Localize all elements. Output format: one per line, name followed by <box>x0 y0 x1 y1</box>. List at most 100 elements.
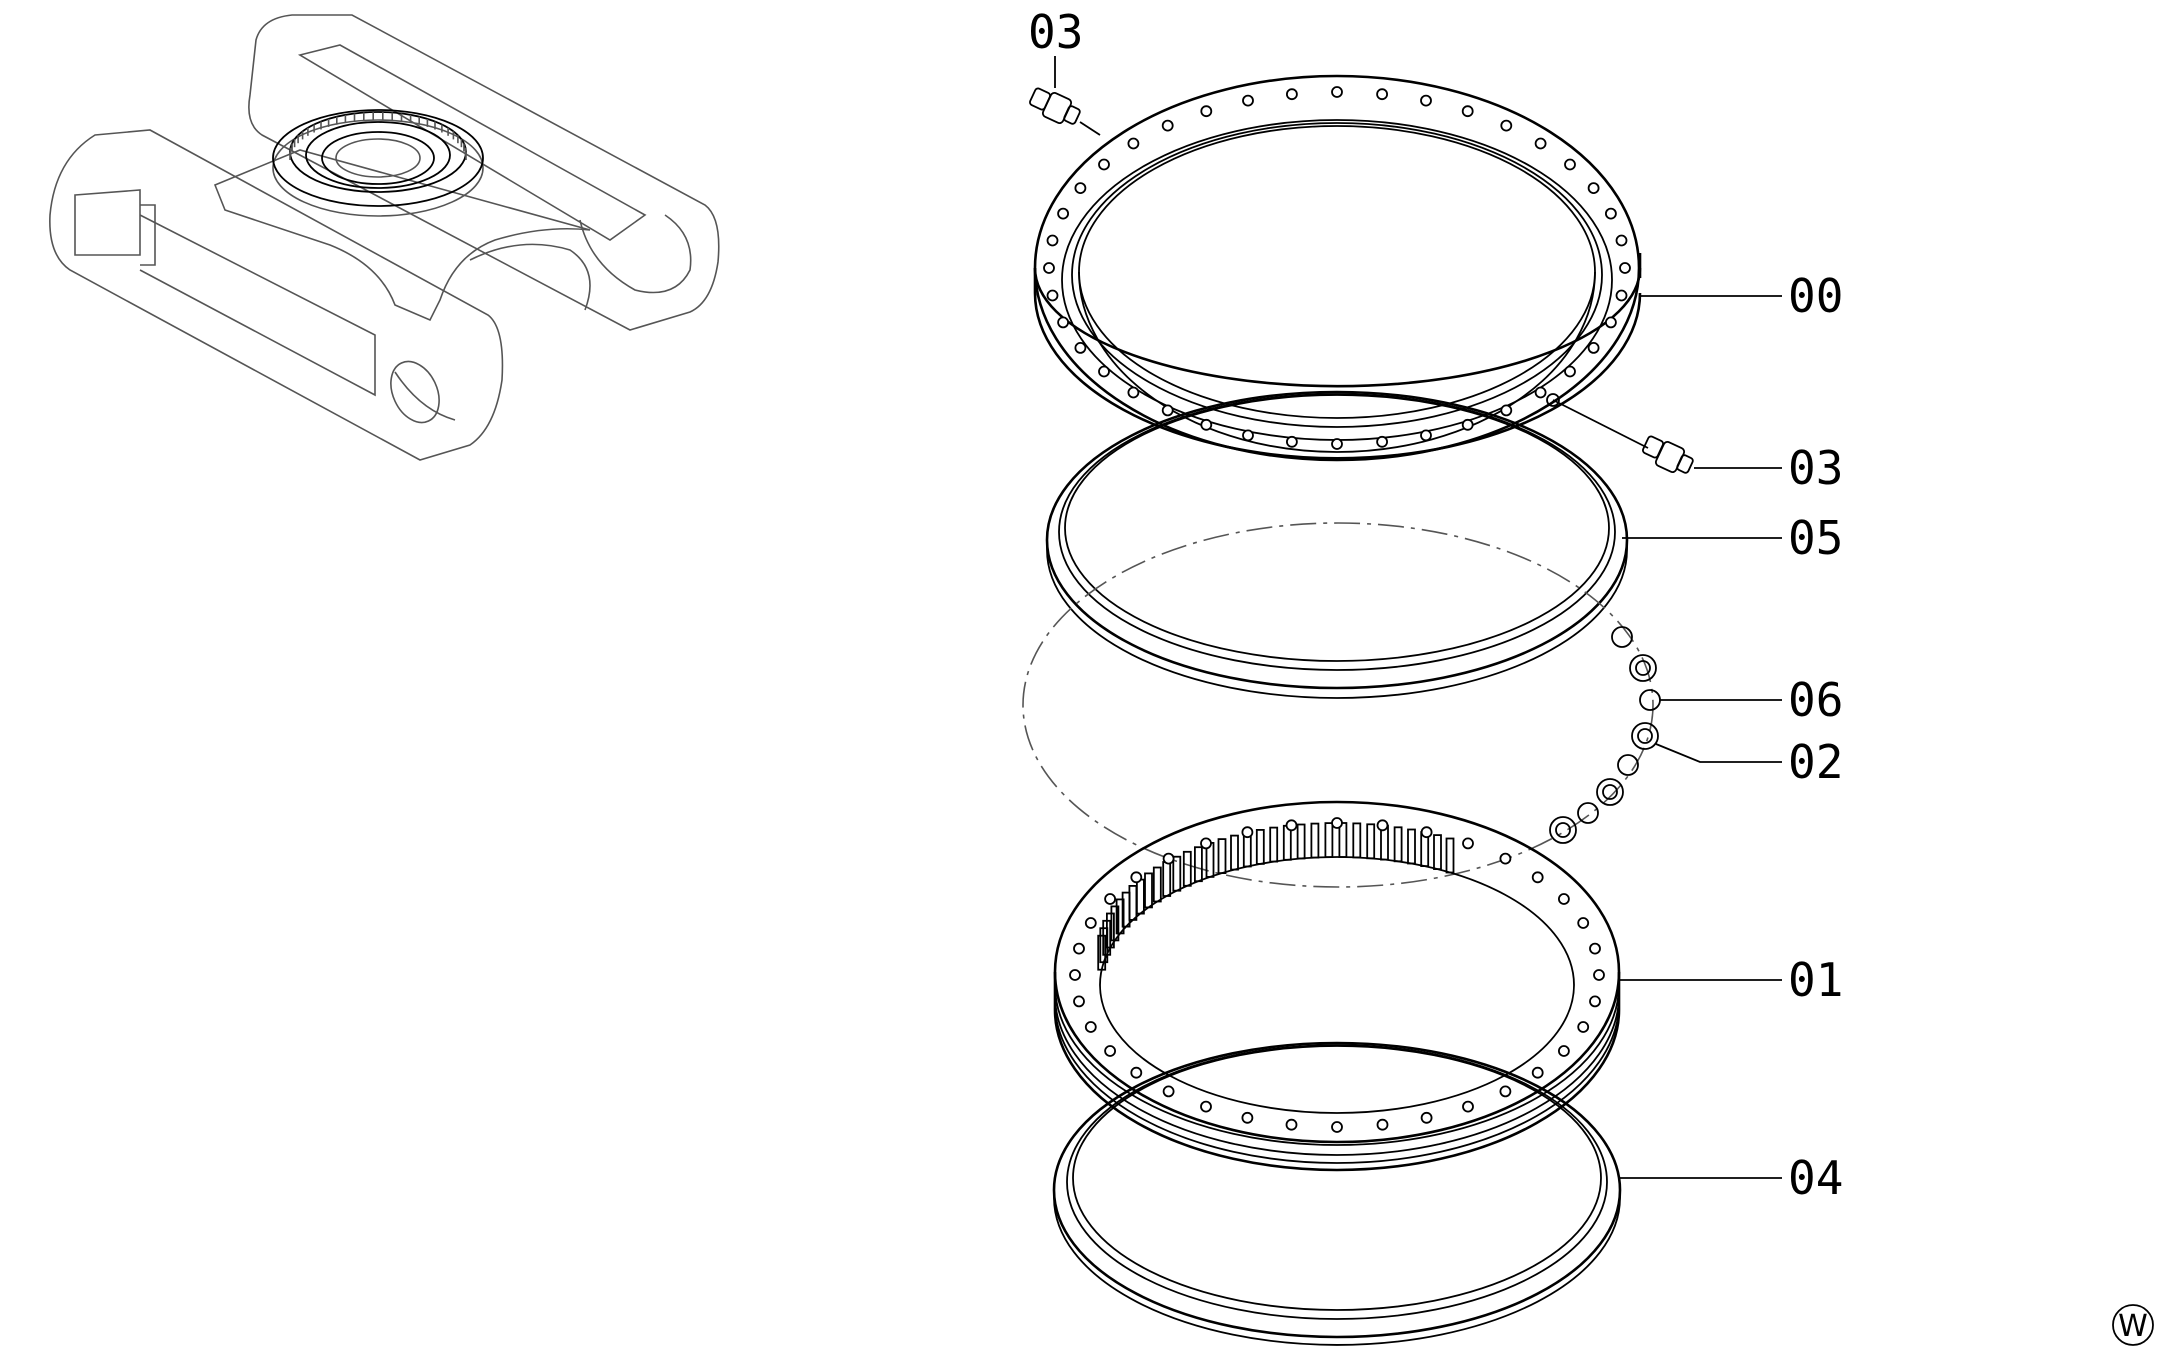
gear-tooth <box>1296 823 1306 860</box>
bolt-hole <box>1564 158 1576 171</box>
bolt-hole <box>1534 137 1547 150</box>
gear-tooth <box>1352 822 1362 859</box>
grease-nipple-top <box>1029 87 1101 136</box>
bolt-hole <box>1200 105 1213 118</box>
bolt-hole <box>1577 917 1590 929</box>
bolt-hole <box>1420 94 1432 107</box>
bolt-hole <box>1500 119 1513 132</box>
label-part-03-right: 03 <box>1788 441 1843 495</box>
bolt-hole <box>1162 852 1175 865</box>
gear-tooth <box>1338 822 1348 858</box>
bolt-hole <box>1376 819 1389 832</box>
inner-gear-teeth <box>1097 822 1455 971</box>
bolt-hole <box>1241 826 1254 839</box>
label-part-02: 02 <box>1788 735 1843 789</box>
bolt-hole <box>1589 995 1601 1008</box>
bolt-hole <box>1331 1121 1343 1133</box>
bolt-hole <box>1161 404 1174 417</box>
gear-tooth <box>1310 822 1320 859</box>
bolt-hole <box>1531 871 1544 884</box>
bolt-hole <box>1057 207 1069 220</box>
bolt-hole <box>1587 182 1600 195</box>
bolt-hole <box>1200 837 1212 850</box>
bolt-hole <box>1558 1045 1570 1057</box>
bolt-hole <box>1046 234 1059 247</box>
gear-tooth <box>1144 872 1153 909</box>
gear-tooth <box>1182 850 1192 887</box>
gear-tooth <box>1110 905 1120 942</box>
bolt-hole <box>1073 942 1085 955</box>
bolt-hole <box>1074 341 1087 354</box>
gear-tooth <box>1152 866 1162 903</box>
label-part-01: 01 <box>1788 953 1843 1007</box>
gear-tooth <box>1162 861 1172 897</box>
lower-seal-ring-04 <box>1052 1041 1622 1346</box>
bolt-hole <box>1161 119 1174 132</box>
bolt-hole <box>1069 969 1081 981</box>
gear-tooth <box>1106 912 1115 949</box>
bolt-hole <box>1558 893 1570 905</box>
gear-tooth <box>1445 837 1455 874</box>
bolt-hole <box>1615 234 1628 247</box>
leader-lines <box>1054 56 1782 1179</box>
bolt-hole <box>1376 435 1388 448</box>
balls-and-spacers <box>1549 626 1661 844</box>
bolt-hole <box>1605 316 1617 329</box>
gear-tooth <box>1115 898 1125 935</box>
bolt-hole <box>1073 995 1085 1008</box>
bolt-hole <box>1564 365 1576 378</box>
bolt-hole <box>1589 942 1601 955</box>
bolt-hole <box>1499 852 1512 865</box>
bolt-hole <box>1200 418 1213 431</box>
bolt-hole <box>1420 826 1433 839</box>
bolt-hole <box>1127 137 1140 150</box>
label-part-06: 06 <box>1788 673 1843 727</box>
bolt-hole <box>1615 289 1628 302</box>
outer-ring-bolt-holes <box>1043 86 1631 450</box>
bolt-hole <box>1241 1111 1254 1124</box>
bolt-hole <box>1331 438 1343 450</box>
gear-tooth <box>1269 826 1279 863</box>
bolt-hole <box>1285 1118 1298 1131</box>
bolt-hole <box>1461 105 1474 118</box>
bolt-hole <box>1376 88 1388 101</box>
bolt-hole <box>1619 262 1631 274</box>
bolt-hole <box>1127 386 1140 399</box>
bolt-hole <box>1499 1085 1512 1098</box>
bolt-hole <box>1104 893 1116 905</box>
bolt-hole <box>1286 88 1298 101</box>
inner-ring-01 <box>1053 800 1621 1172</box>
seal-ring-05 <box>1045 390 1629 699</box>
gear-tooth <box>1172 855 1182 892</box>
bolt-hole <box>1534 386 1547 399</box>
bolt-hole <box>1331 86 1343 98</box>
gear-tooth <box>1217 838 1227 874</box>
bolt-hole <box>1098 158 1110 171</box>
bolt-hole <box>1046 289 1059 302</box>
label-part-00: 00 <box>1788 269 1843 323</box>
bolt-hole <box>1420 429 1432 442</box>
bolt-hole <box>1098 365 1110 378</box>
bolt-hole <box>1043 262 1055 274</box>
label-part-03-top: 03 <box>1028 5 1083 59</box>
bolt-hole <box>1420 1111 1433 1124</box>
bolt-hole <box>1200 1100 1212 1113</box>
bolt-hole <box>1531 1066 1544 1079</box>
bolt-hole <box>1162 1085 1175 1098</box>
gear-tooth <box>1407 828 1416 865</box>
bolt-hole <box>1285 819 1298 832</box>
gear-tooth <box>1324 822 1334 858</box>
bolt-hole <box>1587 341 1600 354</box>
corner-badge-letter: W <box>2118 1309 2148 1344</box>
bolt-hole <box>1084 1021 1097 1033</box>
gear-tooth <box>1230 834 1239 871</box>
bolt-hole <box>1242 429 1254 442</box>
gear-tooth <box>1194 846 1203 883</box>
corner-badge: W <box>2112 1304 2154 1346</box>
bolt-hole <box>1242 94 1254 107</box>
bolt-hole <box>1376 1118 1389 1131</box>
bolt-hole <box>1462 1100 1474 1113</box>
bolt-hole <box>1461 418 1474 431</box>
undercarriage-locator-illustration <box>49 14 720 461</box>
bolt-hole <box>1074 182 1087 195</box>
